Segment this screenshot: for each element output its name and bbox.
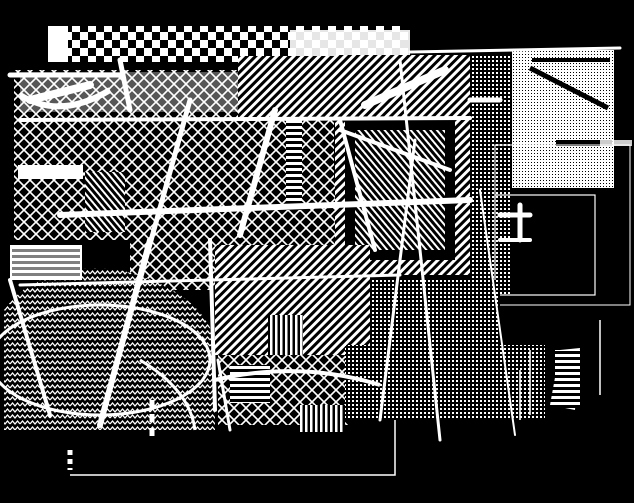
hatched-block-top (238, 56, 338, 120)
white-strokes (7, 46, 622, 442)
bottom-frame (67, 320, 601, 476)
dotted-panel (512, 50, 614, 188)
